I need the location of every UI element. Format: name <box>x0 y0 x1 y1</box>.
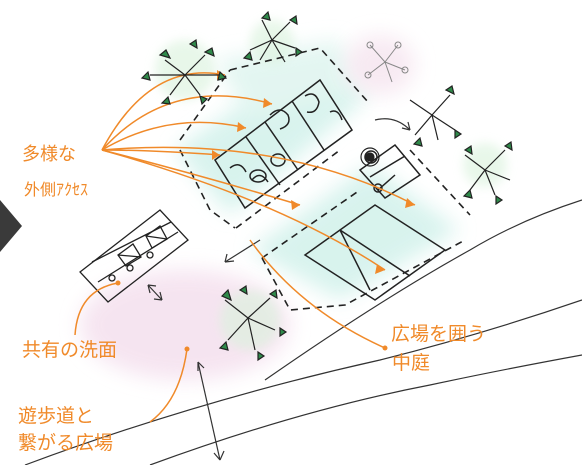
label-diverse-access: 多様な <box>22 144 76 165</box>
label-courtyard-line2: 中庭 <box>392 352 431 374</box>
tree-icon <box>218 284 288 362</box>
tree-icon <box>462 140 513 206</box>
person-icon <box>360 147 380 167</box>
green-wash <box>155 20 507 350</box>
arrow-right-icon <box>0 200 22 252</box>
access-leader-lines <box>74 72 416 423</box>
label-courtyard: 広場を囲う <box>391 323 487 345</box>
tree-icon <box>364 41 409 83</box>
tree-icon <box>409 85 463 147</box>
label-plaza-line2: 繋がる広場 <box>18 432 114 454</box>
sketch-arrows <box>147 118 411 461</box>
dashed-boundary-upper <box>179 47 369 229</box>
leader-arrowheads <box>115 70 415 352</box>
label-shared-washroom: 共有の洗面 <box>22 339 118 361</box>
tree-icon <box>140 38 228 106</box>
label-diverse-access-line2: 外側ｱｸｾｽ <box>24 180 89 199</box>
upper-building <box>214 78 354 210</box>
label-plaza: 遊歩道と <box>18 405 95 427</box>
tree-icon <box>242 10 304 63</box>
dashed-boundary-lower <box>261 149 471 311</box>
washroom-building <box>79 209 189 303</box>
promenade <box>24 199 582 465</box>
